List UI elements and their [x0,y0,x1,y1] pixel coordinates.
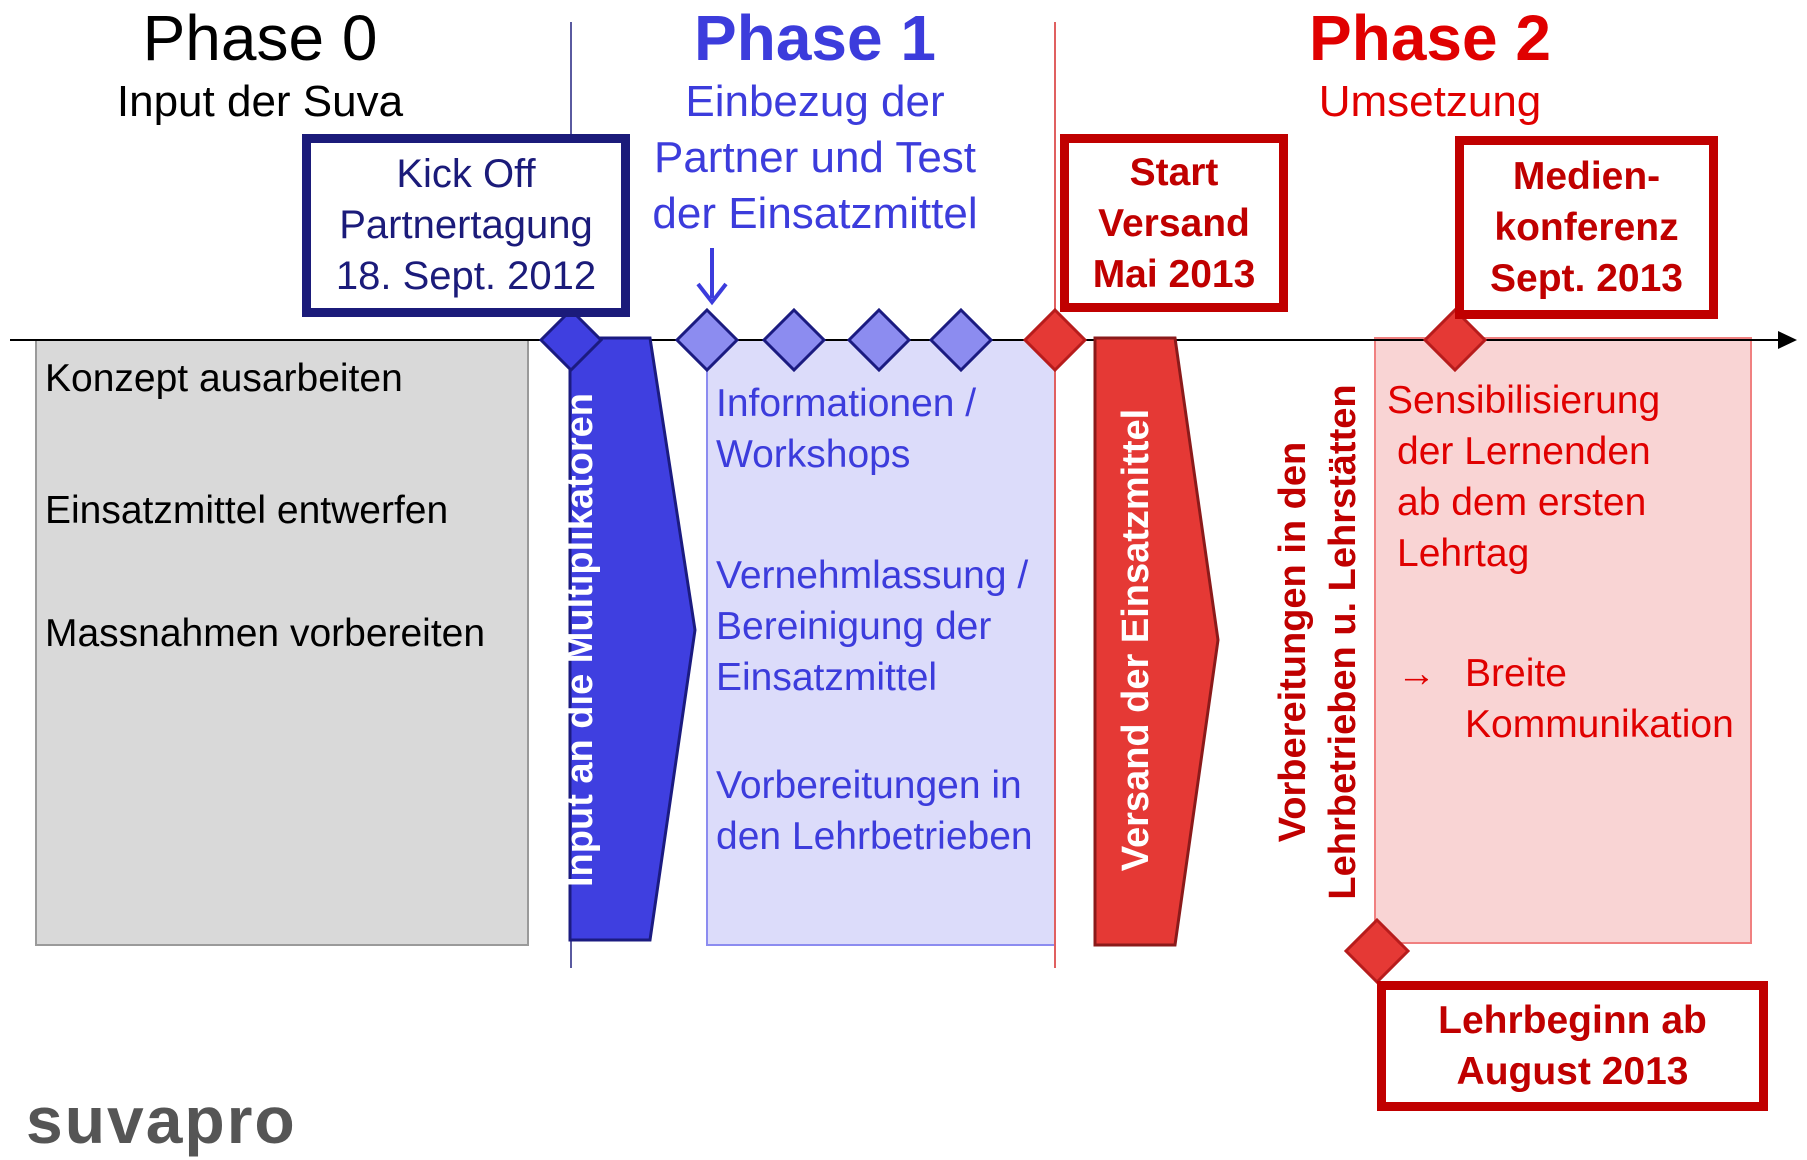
phase2-subtitle: Umsetzung [1318,77,1542,126]
milestone-start-line1: Start [1129,150,1219,194]
phase1-task-informationen: Informationen / Workshops [716,378,976,480]
milestone-start-versand: Start Versand Mai 2013 [1060,134,1288,312]
milestone-medien-line2: konferenz [1494,206,1679,249]
phase0-header: Phase 0 Input der Suva [60,2,460,130]
phase2-task-sensibilisierung: Sensibilisierung der Lernenden ab dem er… [1387,375,1660,579]
phase2-task-line1: Sensibilisierung [1387,379,1661,422]
phase1-task3-line2: den Lehrbetrieben [716,815,1033,858]
diamond-phase1-4 [928,307,994,373]
phase1-title: Phase 1 [694,2,936,74]
phase2-result-line1: Breite [1465,652,1567,695]
phase1-box [706,339,1056,946]
suvapro-logo: suvapro [26,1083,297,1157]
timeline-arrowhead [1778,331,1797,349]
milestone-kickoff-line2: Partnertagung [339,203,593,247]
milestone-medien-line1: Medien- [1512,155,1661,198]
diamond-kickoff [538,307,604,373]
diamond-phase1-1 [674,307,740,373]
phase0-task-einsatzmittel: Einsatzmittel entwerfen [45,489,449,532]
phase2-task-line2: der Lernenden [1397,430,1651,473]
milestone-start-line2: Versand [1098,201,1250,245]
multiplikatoren-label: Input an die Multiplikatoren [559,393,601,887]
phase1-header: Phase 1 Einbezug der Partner und Test de… [600,2,1030,242]
phase2-result-arrow: → [1397,652,1436,695]
vorbereitungen-label: Vorbereitungen in den Lehrbetrieben u. L… [1268,352,1368,932]
phase1-subtitle-3: der Einsatzmittel [652,189,978,238]
phase1-subtitle-1: Einbezug der [685,77,945,126]
phase2-task-line4: Lehrtag [1397,532,1530,575]
phase2-result: Breite Kommunikation [1465,648,1734,750]
vorbereitungen-label-line1: Vorbereitungen in den [1272,441,1314,843]
multiplikatoren-arrow [568,336,697,942]
milestone-lehrbeginn: Lehrbeginn ab August 2013 [1377,981,1768,1111]
phase1-task1-line1: Informationen / [716,382,977,425]
phase0-subtitle: Input der Suva [116,77,404,126]
phase2-header: Phase 2 Umsetzung [1270,2,1590,130]
milestone-kickoff-line1: Kick Off [396,152,536,196]
diamond-phase1-2 [761,307,827,373]
phase0-task-massnahmen: Massnahmen vorbereiten [45,612,486,655]
phase1-task-vorbereitungen: Vorbereitungen in den Lehrbetrieben [716,760,1033,862]
phase2-box [1374,337,1752,944]
phase1-task2-line2: Bereinigung der [716,605,992,648]
phase1-task-vernehmlassung: Vernehmlassung / Bereinigung der Einsatz… [716,550,1028,703]
milestone-lehrbeginn-line2: August 2013 [1456,1050,1689,1093]
vorbereitungen-label-line2: Lehrbetrieben u. Lehrstätten [1322,384,1364,900]
phase0-title: Phase 0 [142,2,378,74]
phase1-task2-line3: Einsatzmittel [716,656,938,699]
phase1-task2-line1: Vernehmlassung / [716,554,1029,597]
diamond-phase1-3 [846,307,912,373]
milestone-kickoff: Kick Off Partnertagung 18. Sept. 2012 [302,134,630,317]
phase1-task1-line2: Workshops [716,433,911,476]
phase0-box [35,339,529,946]
diamond-start-versand [1022,307,1088,373]
milestone-kickoff-line3: 18. Sept. 2012 [335,254,597,298]
diamond-medien [1422,307,1488,373]
phase1-subtitle-2: Partner und Test [653,133,977,182]
phase2-result-line2: Kommunikation [1465,703,1734,746]
phase2-task-line3: ab dem ersten [1397,481,1647,524]
milestone-medienkonferenz: Medien- konferenz Sept. 2013 [1455,136,1718,319]
phase0-task-konzept: Konzept ausarbeiten [45,357,403,400]
versand-label: Versand der Einsatzmittel [1115,408,1157,872]
timeline-graphics [10,22,1797,985]
versand-arrow [1093,336,1220,947]
milestone-medien-line3: Sept. 2013 [1490,257,1683,300]
milestone-start-line3: Mai 2013 [1092,252,1256,296]
milestone-lehrbeginn-line1: Lehrbeginn ab [1438,999,1707,1042]
phase2-title: Phase 2 [1309,2,1551,74]
phase1-task3-line1: Vorbereitungen in [716,764,1022,807]
